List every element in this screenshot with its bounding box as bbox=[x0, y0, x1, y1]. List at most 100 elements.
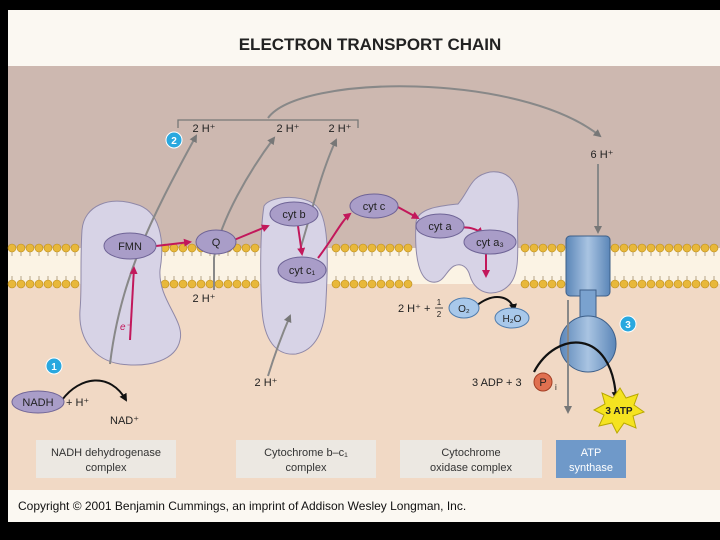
lipid-head bbox=[7, 243, 17, 253]
water-formation-arrow bbox=[475, 296, 517, 312]
lipid-head bbox=[223, 279, 233, 289]
electron-arrow-cytb-cytc1 bbox=[297, 225, 306, 256]
lipid-head bbox=[331, 243, 341, 253]
lipid-head bbox=[52, 279, 62, 289]
cyt-b-label: cyt b bbox=[282, 209, 305, 221]
lipid-head bbox=[646, 243, 656, 253]
lipid-head bbox=[178, 279, 188, 289]
lipid-head bbox=[655, 243, 665, 253]
nadh-molecule bbox=[11, 390, 65, 414]
half-numerator: 1 bbox=[437, 298, 442, 307]
lipid-head bbox=[349, 279, 359, 289]
lipid-head bbox=[610, 279, 620, 289]
lipid-head bbox=[331, 279, 341, 289]
lipid-head bbox=[709, 243, 719, 253]
cytochrome-oxidase-complex bbox=[415, 171, 519, 294]
lipid-head bbox=[682, 243, 692, 253]
nadh-proton-label: + H⁺ bbox=[66, 397, 89, 409]
cytochrome-oxidase-box bbox=[400, 440, 542, 478]
lipid-head bbox=[403, 279, 413, 289]
lipid-head bbox=[538, 279, 548, 289]
oxygen-molecule bbox=[448, 297, 480, 319]
electron-arrow-cytc-cyta bbox=[395, 205, 420, 219]
step-3-badge bbox=[619, 315, 637, 333]
lipid-head bbox=[673, 279, 683, 289]
lipid-head bbox=[205, 279, 215, 289]
lipid-head bbox=[241, 279, 251, 289]
lipid-head bbox=[619, 243, 629, 253]
lipid-head bbox=[52, 243, 62, 253]
lipid-head bbox=[385, 279, 395, 289]
cytochrome-bc1-box bbox=[236, 440, 376, 478]
fmn-label: FMN bbox=[118, 241, 142, 253]
complex3-name-line2: oxidase complex bbox=[430, 462, 512, 474]
water-molecule bbox=[494, 307, 530, 329]
lipid-head bbox=[547, 279, 557, 289]
lipid-head bbox=[25, 243, 35, 253]
electron-arrow-fmn-q bbox=[155, 238, 192, 247]
atp-synthase-box bbox=[556, 440, 626, 478]
lipid-head bbox=[376, 243, 386, 253]
nadh-oxidation-arrow bbox=[61, 379, 127, 402]
pumped-protons-2: 2 H⁺ bbox=[277, 123, 300, 135]
matrix-protons-q: 2 H⁺ bbox=[193, 293, 216, 305]
q-label: Q bbox=[212, 237, 221, 249]
lipid-head bbox=[655, 279, 665, 289]
ubiquinone-carrier bbox=[195, 229, 237, 255]
lipid-head bbox=[547, 243, 557, 253]
lipid-head bbox=[340, 279, 350, 289]
complex1-name-line1: NADH dehydrogenase bbox=[51, 447, 161, 459]
total-protons: 6 H⁺ bbox=[591, 149, 614, 161]
adp-label: 3 ADP + 3 bbox=[472, 377, 522, 389]
lipid-head bbox=[394, 279, 404, 289]
atp-label: 3 ATP bbox=[605, 406, 633, 417]
lipid-head bbox=[529, 243, 539, 253]
lipid-head bbox=[538, 243, 548, 253]
step-3-number: 3 bbox=[625, 320, 631, 331]
lipid-head bbox=[709, 279, 719, 289]
lipid-bilayer bbox=[7, 243, 719, 289]
complex4-name-line1: ATP bbox=[581, 447, 602, 459]
lipid-head bbox=[187, 243, 197, 253]
lipid-head bbox=[610, 243, 620, 253]
complex2-name-line1: Cytochrome b–c₁ bbox=[264, 447, 348, 459]
cyt-a-label: cyt a bbox=[428, 221, 452, 233]
lipid-head bbox=[700, 243, 710, 253]
lipid-head bbox=[43, 243, 53, 253]
lipid-head bbox=[691, 243, 701, 253]
lipid-head bbox=[673, 243, 683, 253]
step-2-number: 2 bbox=[171, 136, 177, 147]
lipid-head bbox=[637, 279, 647, 289]
proton-brace bbox=[177, 119, 359, 128]
lipid-head bbox=[385, 243, 395, 253]
electron-arrow-q-cytb bbox=[233, 224, 270, 241]
lipid-head bbox=[61, 279, 71, 289]
lipid-head bbox=[7, 279, 17, 289]
proton-arrow-matrix-bc1 bbox=[267, 314, 292, 377]
complex4-name-line2: synthase bbox=[569, 462, 613, 474]
lipid-head bbox=[232, 279, 242, 289]
half-denominator: 2 bbox=[437, 310, 442, 319]
lipid-head bbox=[520, 279, 530, 289]
electron-label: e⁻ bbox=[120, 322, 132, 333]
lipid-head bbox=[358, 243, 368, 253]
atp-starburst bbox=[592, 387, 646, 434]
complex3-name-line1: Cytochrome bbox=[441, 447, 500, 459]
lipid-head bbox=[214, 279, 224, 289]
lipid-head bbox=[637, 243, 647, 253]
lipid-head bbox=[664, 279, 674, 289]
copyright-notice: Copyright © 2001 Benjamin Cummings, an i… bbox=[18, 499, 466, 513]
lipid-head bbox=[520, 243, 530, 253]
oxygen-label: O₂ bbox=[458, 304, 470, 315]
nadh-label: NADH bbox=[22, 397, 53, 409]
lipid-head bbox=[43, 279, 53, 289]
electron-arrow-nadh-fmn bbox=[129, 266, 138, 341]
lipid-head bbox=[556, 279, 566, 289]
fmn-carrier bbox=[103, 232, 157, 260]
phosphate-label: P bbox=[539, 377, 546, 389]
lipid-head bbox=[169, 279, 179, 289]
lipid-head bbox=[394, 243, 404, 253]
phosphate-subscript: i bbox=[555, 383, 557, 392]
lipid-head bbox=[529, 279, 539, 289]
